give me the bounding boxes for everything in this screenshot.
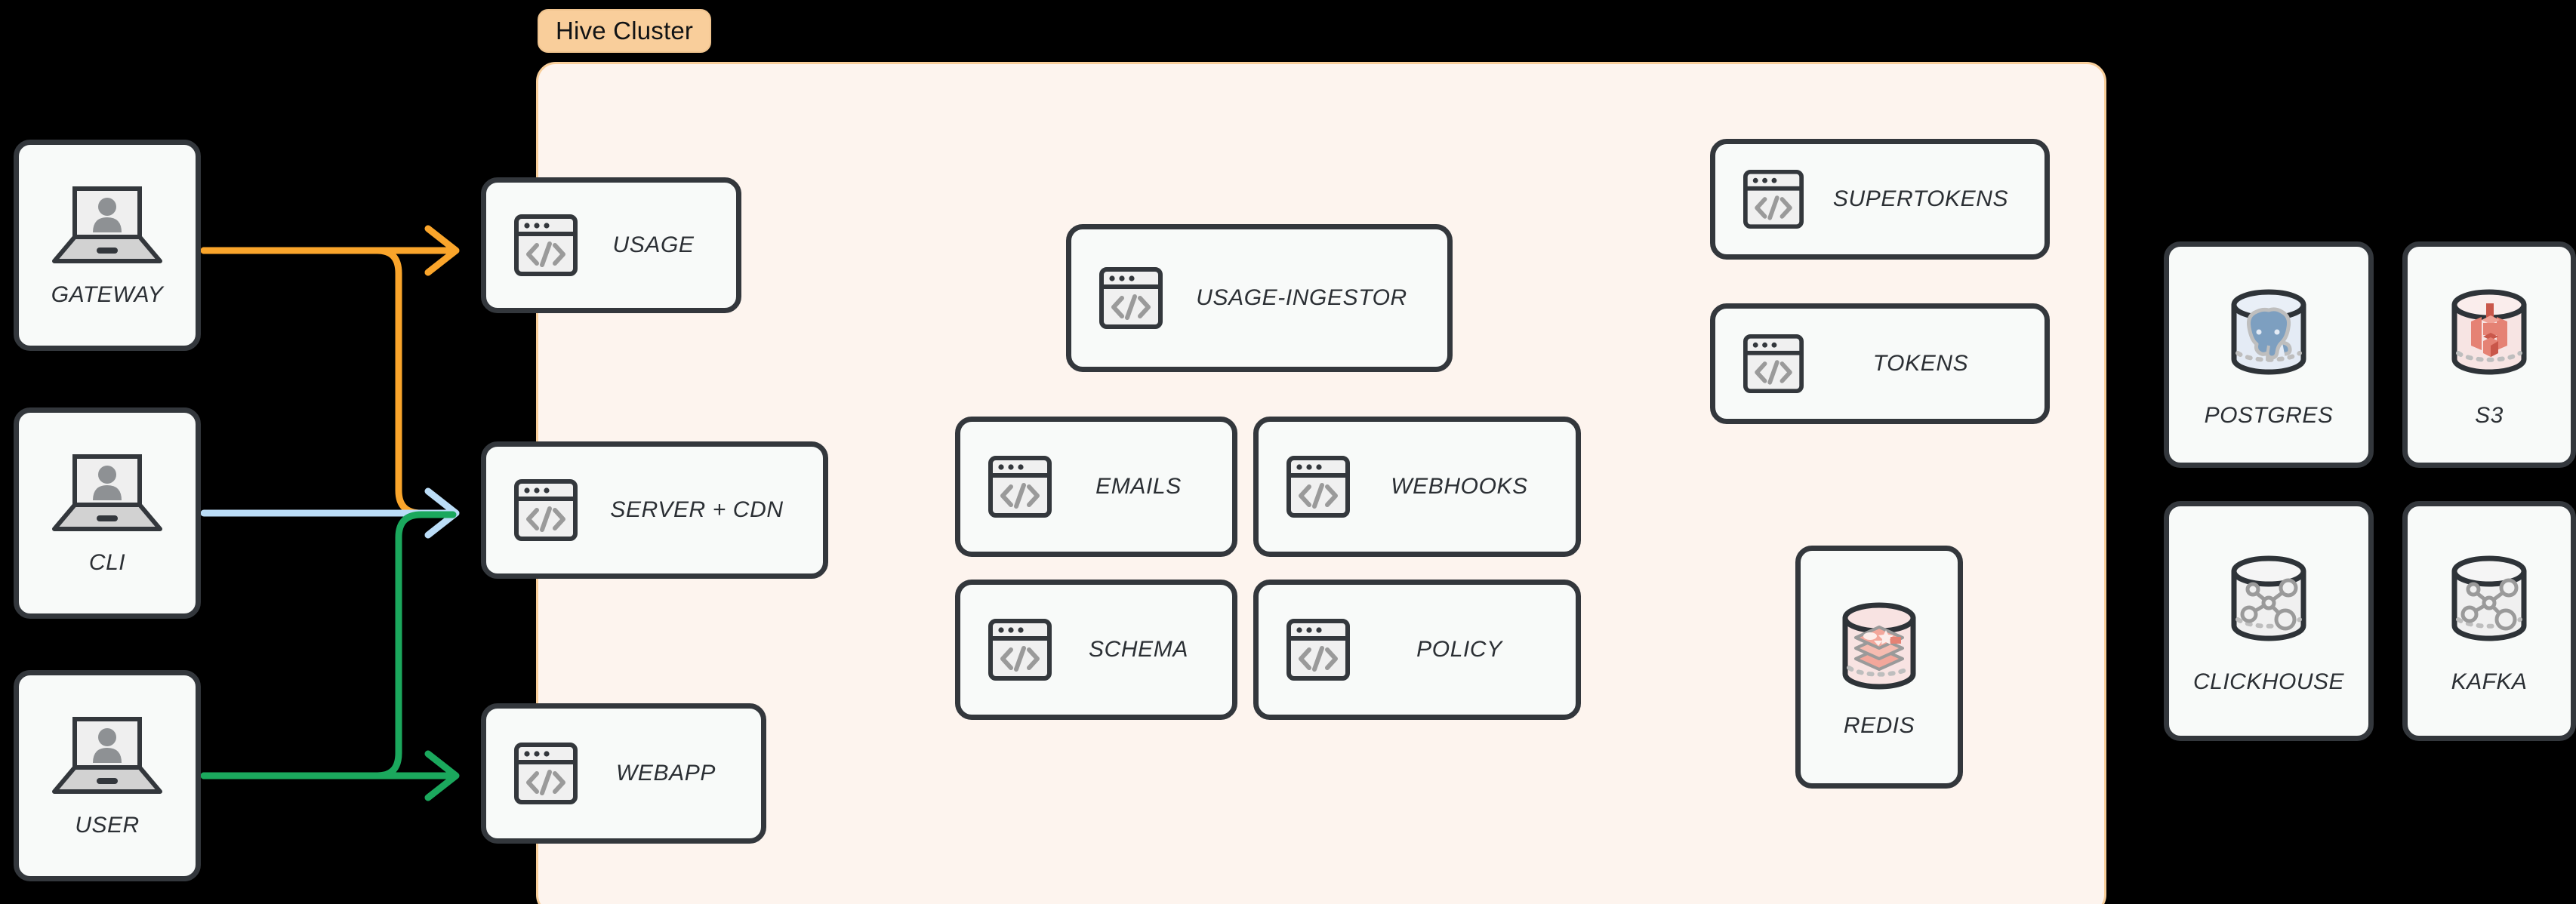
hive-cluster-badge-label: Hive Cluster bbox=[556, 17, 694, 45]
node-usage-label: USAGE bbox=[612, 232, 695, 257]
connection-user-server-cdn bbox=[200, 511, 457, 779]
code-window-icon bbox=[1742, 169, 1804, 229]
node-clickhouse-label: CLICKHOUSE bbox=[2192, 669, 2345, 694]
node-postgres[interactable]: POSTGRES bbox=[2164, 241, 2374, 468]
code-window-icon bbox=[513, 478, 578, 542]
node-tokens-label: TOKENS bbox=[1872, 351, 1969, 376]
node-policy-label: POLICY bbox=[1416, 637, 1502, 662]
graph-cylinder-icon bbox=[2216, 547, 2322, 653]
node-cli[interactable]: CLI bbox=[14, 407, 201, 619]
node-webhooks[interactable]: WEBHOOKS bbox=[1253, 417, 1581, 557]
node-cli-label: CLI bbox=[88, 550, 126, 575]
node-kafka[interactable]: KAFKA bbox=[2402, 501, 2576, 741]
node-gateway-label: GATEWAY bbox=[51, 282, 164, 307]
node-schema[interactable]: SCHEMA bbox=[955, 580, 1237, 720]
node-usage-ingestor[interactable]: USAGE-INGESTOR bbox=[1066, 224, 1453, 372]
laptop-user-icon bbox=[51, 450, 164, 538]
node-user-label: USER bbox=[75, 813, 140, 838]
node-redis-label: REDIS bbox=[1843, 713, 1915, 738]
node-emails[interactable]: EMAILS bbox=[955, 417, 1237, 557]
s3-cylinder-icon bbox=[2436, 281, 2542, 386]
connection-gateway-server-cdn bbox=[200, 247, 457, 517]
connection-user-webapp bbox=[200, 750, 460, 801]
node-tokens[interactable]: TOKENS bbox=[1710, 303, 2050, 424]
laptop-user-icon bbox=[51, 183, 164, 270]
connection-gateway-usage bbox=[200, 225, 460, 276]
node-gateway[interactable]: GATEWAY bbox=[14, 140, 201, 351]
node-schema-label: SCHEMA bbox=[1089, 637, 1188, 662]
redis-cylinder-icon bbox=[1829, 595, 1930, 696]
node-emails-label: EMAILS bbox=[1095, 474, 1182, 499]
code-window-icon bbox=[988, 455, 1052, 518]
node-webapp-label: WEBAPP bbox=[616, 761, 716, 786]
node-usage[interactable]: USAGE bbox=[481, 177, 741, 313]
node-webapp[interactable]: WEBAPP bbox=[481, 703, 766, 844]
node-server-cdn-label: SERVER + CDN bbox=[610, 497, 784, 522]
code-window-icon bbox=[1742, 334, 1804, 394]
connection-cli-server-cdn bbox=[200, 487, 460, 539]
postgres-cylinder-icon bbox=[2216, 281, 2322, 386]
code-window-icon bbox=[513, 214, 578, 277]
graph-cylinder-icon bbox=[2436, 547, 2542, 653]
node-policy[interactable]: POLICY bbox=[1253, 580, 1581, 720]
node-user[interactable]: USER bbox=[14, 670, 201, 881]
node-supertokens[interactable]: SUPERTOKENS bbox=[1710, 139, 2050, 260]
node-s3[interactable]: S3 bbox=[2402, 241, 2576, 468]
node-redis[interactable]: REDIS bbox=[1795, 546, 1963, 789]
node-kafka-label: KAFKA bbox=[2451, 669, 2528, 694]
code-window-icon bbox=[1098, 266, 1163, 330]
node-webhooks-label: WEBHOOKS bbox=[1391, 474, 1528, 499]
node-server-cdn[interactable]: SERVER + CDN bbox=[481, 441, 828, 579]
hive-cluster-badge: Hive Cluster bbox=[538, 9, 712, 53]
code-window-icon bbox=[1286, 455, 1351, 518]
node-usage-ingestor-label: USAGE-INGESTOR bbox=[1196, 285, 1407, 310]
laptop-user-icon bbox=[51, 713, 164, 801]
code-window-icon bbox=[513, 742, 578, 805]
code-window-icon bbox=[988, 618, 1052, 681]
node-s3-label: S3 bbox=[2475, 403, 2504, 428]
code-window-icon bbox=[1286, 618, 1351, 681]
node-supertokens-label: SUPERTOKENS bbox=[1832, 186, 2009, 211]
node-postgres-label: POSTGRES bbox=[2204, 403, 2334, 428]
node-clickhouse[interactable]: CLICKHOUSE bbox=[2164, 501, 2374, 741]
